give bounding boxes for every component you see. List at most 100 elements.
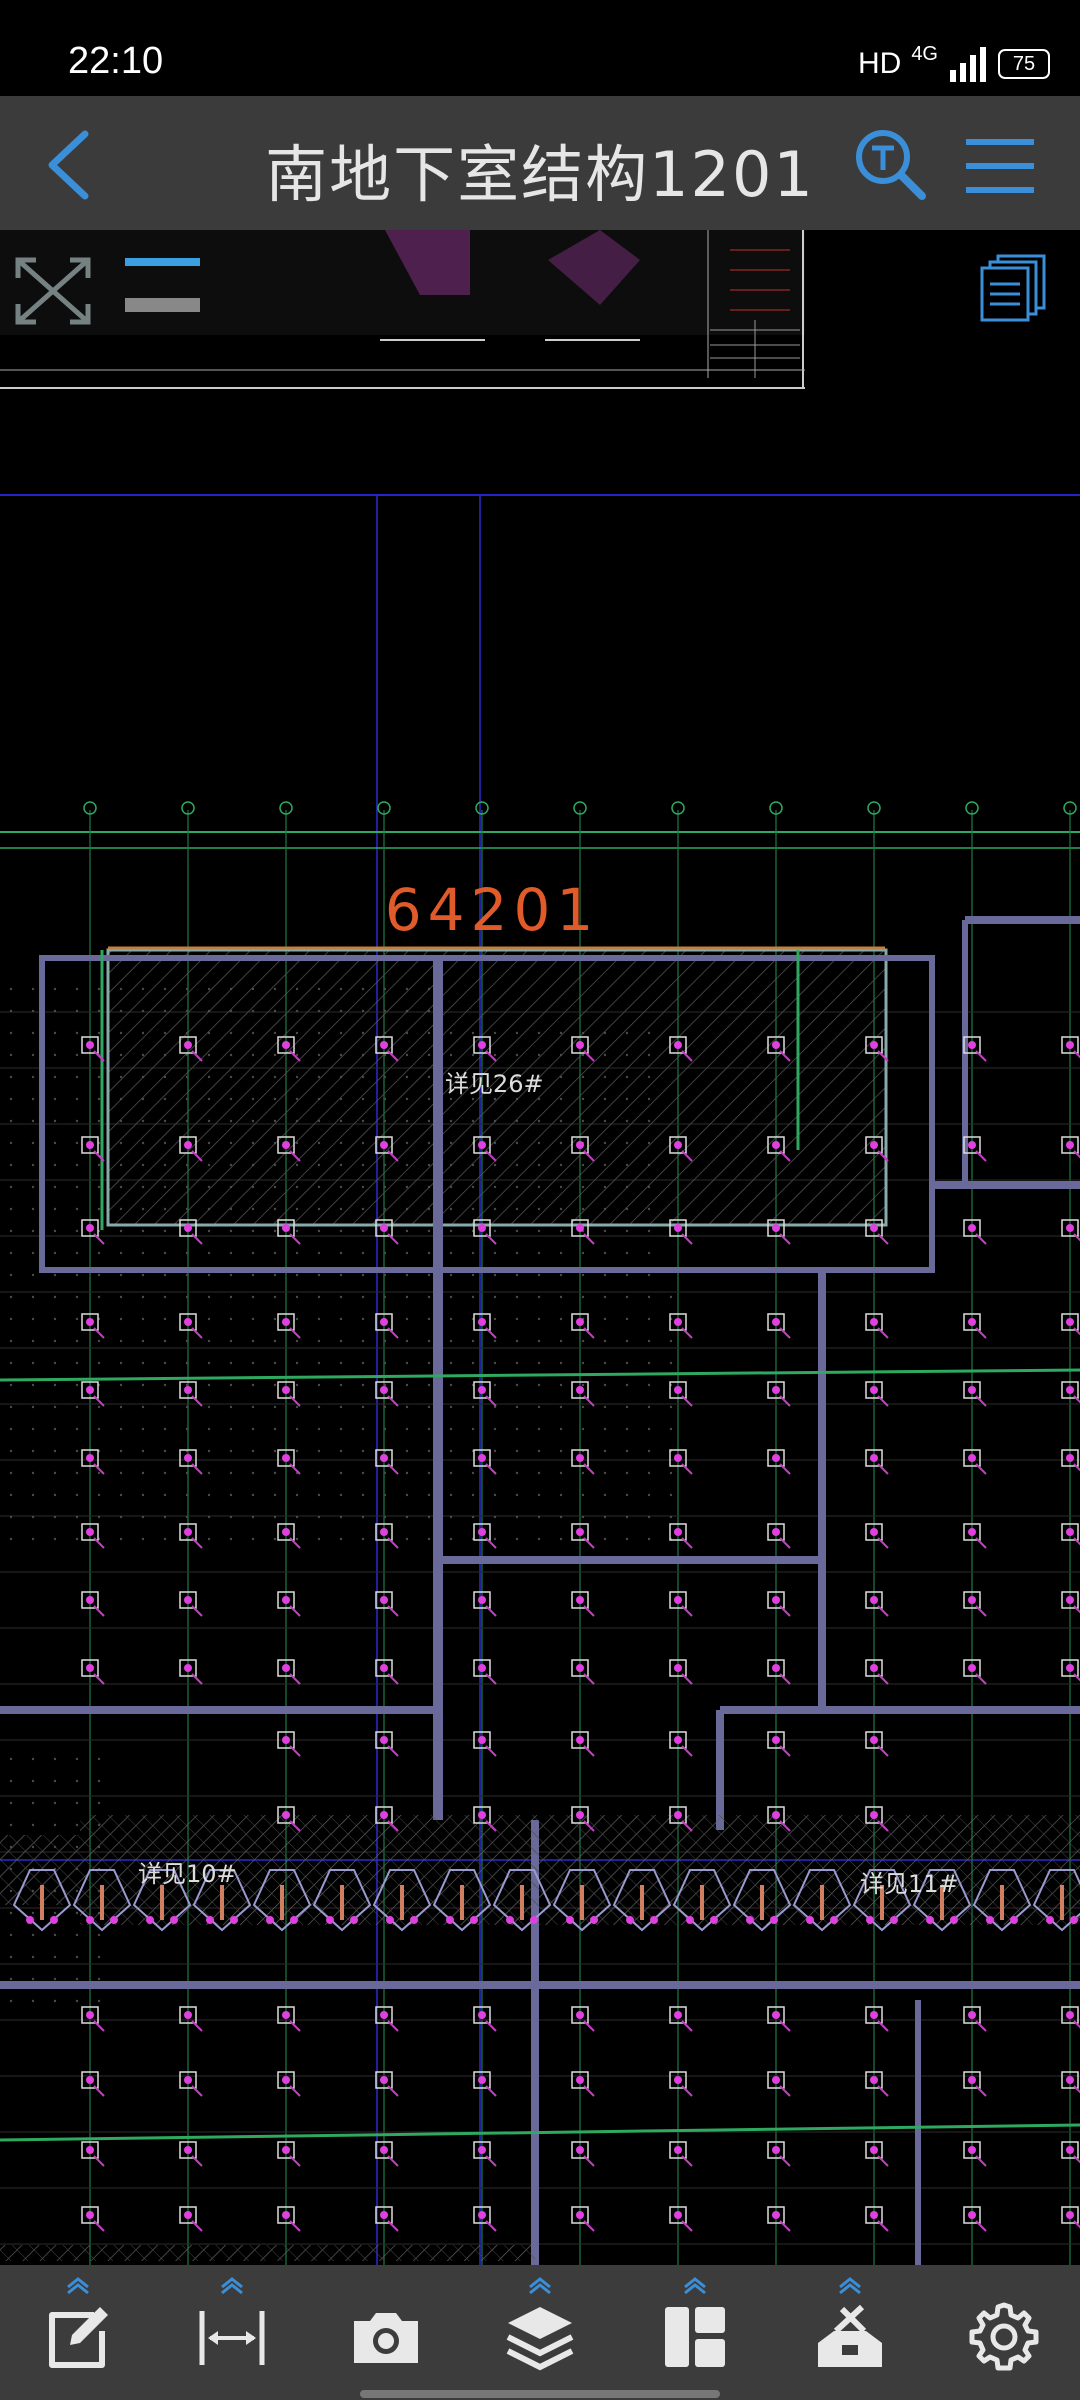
pile-cap [912,1869,972,1932]
column-marker [277,1313,301,1339]
column-marker [179,1381,203,1407]
column-marker [963,1659,987,1685]
pile-cap [12,1869,72,1932]
column-marker [865,1731,889,1757]
status-indicators: HD 4G 75 [857,43,1050,84]
column-marker [81,1036,105,1062]
column-marker [81,1449,105,1475]
grid-axis-bubble [475,801,489,815]
column-marker [1061,2006,1080,2029]
column-marker [179,2141,203,2167]
column-marker [375,1381,399,1407]
column-marker [963,2006,987,2032]
toolbox-button[interactable] [800,2265,900,2400]
column-marker [179,1136,203,1162]
layers-button[interactable] [490,2265,590,2400]
column-marker [963,1313,987,1339]
column-marker [1061,1381,1080,1404]
column-marker [865,2141,889,2167]
column-marker [865,1136,889,1162]
text-search-button[interactable] [850,124,930,204]
pile-cap [492,1869,552,1932]
column-marker [963,1523,987,1549]
camera-icon [354,2313,418,2363]
column-marker [375,2206,399,2232]
column-markers [81,1036,1080,2232]
column-marker [375,1449,399,1475]
column-marker [473,1731,497,1757]
measure-button[interactable] [182,2265,282,2400]
pile-cap [972,1869,1032,1932]
column-marker [571,1219,595,1245]
pile-cap [1032,1869,1080,1932]
column-marker [669,1806,693,1832]
expand-up-icon [67,2277,89,2295]
pile-cap [612,1869,672,1932]
back-button[interactable] [30,120,120,210]
hd-indicator: HD [857,47,902,80]
column-marker [277,2006,301,2032]
edit-button[interactable] [28,2265,128,2400]
column-marker [571,2006,595,2032]
column-marker [571,1136,595,1162]
column-marker [1061,1449,1080,1472]
column-marker [277,1381,301,1407]
column-marker [669,1381,693,1407]
column-marker [473,2071,497,2097]
column-marker [375,1659,399,1685]
column-marker [963,2206,987,2232]
chevron-left-icon [48,130,89,200]
column-marker [669,1136,693,1162]
column-marker [473,1591,497,1617]
layout-button[interactable] [645,2265,745,2400]
settings-button[interactable] [954,2265,1054,2400]
column-marker [1061,1136,1080,1159]
column-marker [767,2206,791,2232]
column-marker [571,1523,595,1549]
column-marker [669,2006,693,2032]
column-marker [865,2206,889,2232]
column-marker [963,2141,987,2167]
column-marker [767,1381,791,1407]
column-marker [571,1313,595,1339]
column-marker [1061,1659,1080,1682]
grid-axis-bubble [867,801,881,815]
column-marker [473,2206,497,2232]
document-list-button[interactable] [978,252,1050,324]
column-marker [1061,1036,1080,1059]
grid-axis-bubble [573,801,587,815]
column-marker [669,1731,693,1757]
edit-icon [49,2307,108,2368]
column-marker [669,1659,693,1685]
column-marker [767,1036,791,1062]
title-bar: 南地下室结构1201 [0,96,1080,230]
column-marker [571,2071,595,2097]
column-marker [277,1523,301,1549]
hamburger-menu-icon [966,139,1034,193]
column-marker [473,1449,497,1475]
column-marker [669,1591,693,1617]
column-marker [865,2006,889,2032]
menu-button[interactable] [960,126,1040,206]
column-marker [1061,1523,1080,1546]
camera-button[interactable] [336,2265,436,2400]
area-label: 64201 [385,876,600,944]
grid-axis-bubble [83,801,97,815]
cad-drawing: 64201 详见26# 详见10# 详见11# [0,230,1080,2265]
column-marker [473,2141,497,2167]
column-marker [375,2141,399,2167]
column-marker [277,1591,301,1617]
column-marker [963,1136,987,1162]
column-marker [473,1036,497,1062]
column-marker [179,2006,203,2032]
column-marker [963,1449,987,1475]
layout-icon [665,2307,725,2367]
column-marker [179,1523,203,1549]
column-marker [669,1036,693,1062]
column-marker [179,1219,203,1245]
column-marker [865,1219,889,1245]
column-marker [277,1731,301,1757]
column-marker [1061,1591,1080,1614]
drawing-canvas[interactable]: 64201 详见26# 详见10# 详见11# [0,230,1080,2265]
slab-region [0,1280,680,1555]
